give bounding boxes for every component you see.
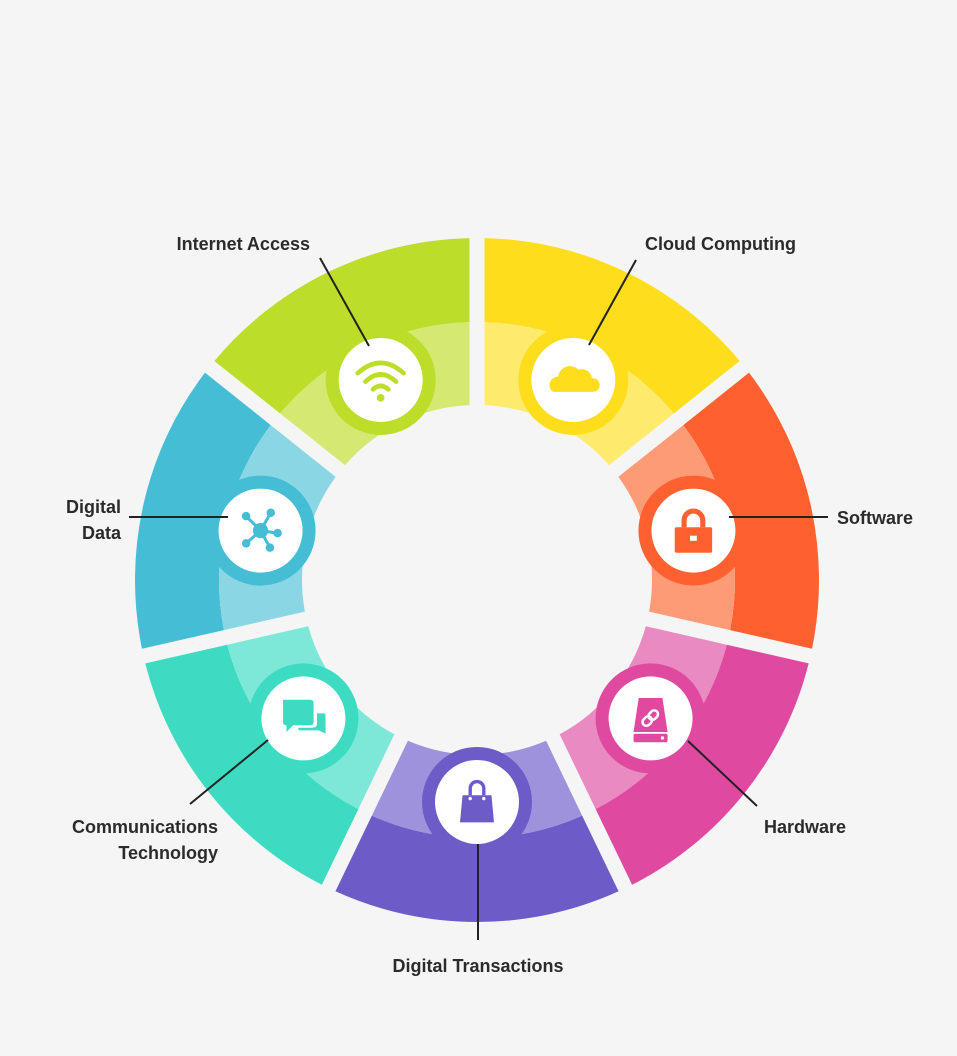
label-line: Cloud Computing bbox=[645, 234, 796, 254]
hard-drive-link-icon bbox=[632, 696, 669, 744]
leader-line-communications-technology bbox=[189, 739, 269, 805]
leader-line-cloud-computing bbox=[588, 259, 637, 346]
badge-internet-access bbox=[325, 324, 436, 435]
outer-segment-software bbox=[683, 372, 820, 649]
badge-communications-technology bbox=[248, 663, 359, 774]
badge-hardware bbox=[595, 663, 706, 774]
outer-segment-communications-technology bbox=[145, 644, 359, 885]
label-line: Internet Access bbox=[177, 234, 310, 254]
icon-badges bbox=[205, 324, 749, 857]
label-line: Digital bbox=[66, 497, 121, 517]
leader-line-internet-access bbox=[319, 257, 370, 347]
outer-segment-internet-access bbox=[214, 238, 470, 414]
badge-cloud-computing bbox=[518, 324, 629, 435]
segment-labels: Internet Access Cloud ComputingSoftwareHa… bbox=[66, 234, 913, 976]
label-line: Digital Transactions bbox=[392, 956, 563, 976]
label-line: Data bbox=[82, 523, 122, 543]
badge-digital-transactions bbox=[422, 747, 532, 857]
label-line: Communications bbox=[72, 817, 218, 837]
label-line: Hardware bbox=[764, 817, 846, 837]
outer-segment-hardware bbox=[595, 644, 809, 885]
label-internet-access: Internet Access bbox=[177, 234, 310, 254]
label-line: Software bbox=[837, 508, 913, 528]
badge-digital-data bbox=[205, 475, 316, 586]
outer-segment-digital-data bbox=[134, 372, 271, 649]
label-digital-transactions: Digital Transactions bbox=[392, 956, 563, 976]
label-line: Technology bbox=[118, 843, 218, 863]
leader-lines bbox=[129, 257, 828, 940]
label-cloud-computing: Cloud Computing bbox=[645, 234, 796, 254]
outer-segment-cloud-computing bbox=[484, 238, 740, 414]
badge-software bbox=[638, 475, 749, 586]
label-software: Software bbox=[837, 508, 913, 528]
leader-line-hardware bbox=[687, 740, 758, 807]
label-hardware: Hardware bbox=[764, 817, 846, 837]
